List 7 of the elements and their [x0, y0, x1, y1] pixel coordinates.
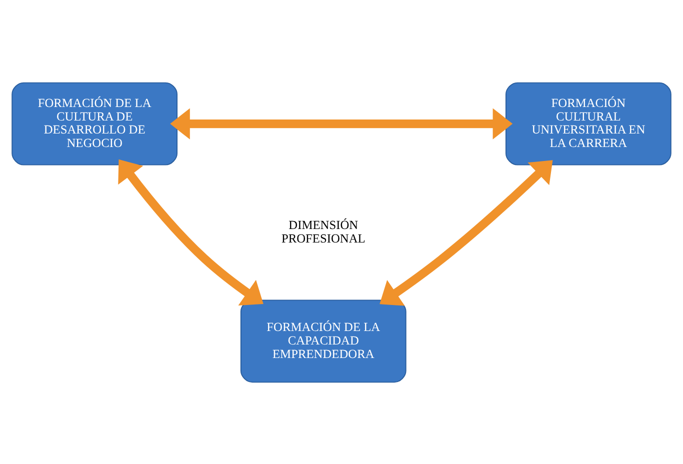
arrow [170, 108, 513, 139]
node-box: FORMACIÓN DE LA CULTURA DE DESARROLLO DE NEGOCIO [12, 82, 178, 165]
node-box: FORMACIÓN DE LA CAPACIDAD EMPRENDEDORA [240, 299, 406, 382]
arrow [118, 158, 264, 306]
arrow [380, 160, 553, 306]
node-box: FORMACIÓN CULTURAL UNIVERSITARIA EN LA CARRERA [505, 82, 672, 165]
label: DIMENSIÓN PROFESIONAL [281, 218, 366, 245]
